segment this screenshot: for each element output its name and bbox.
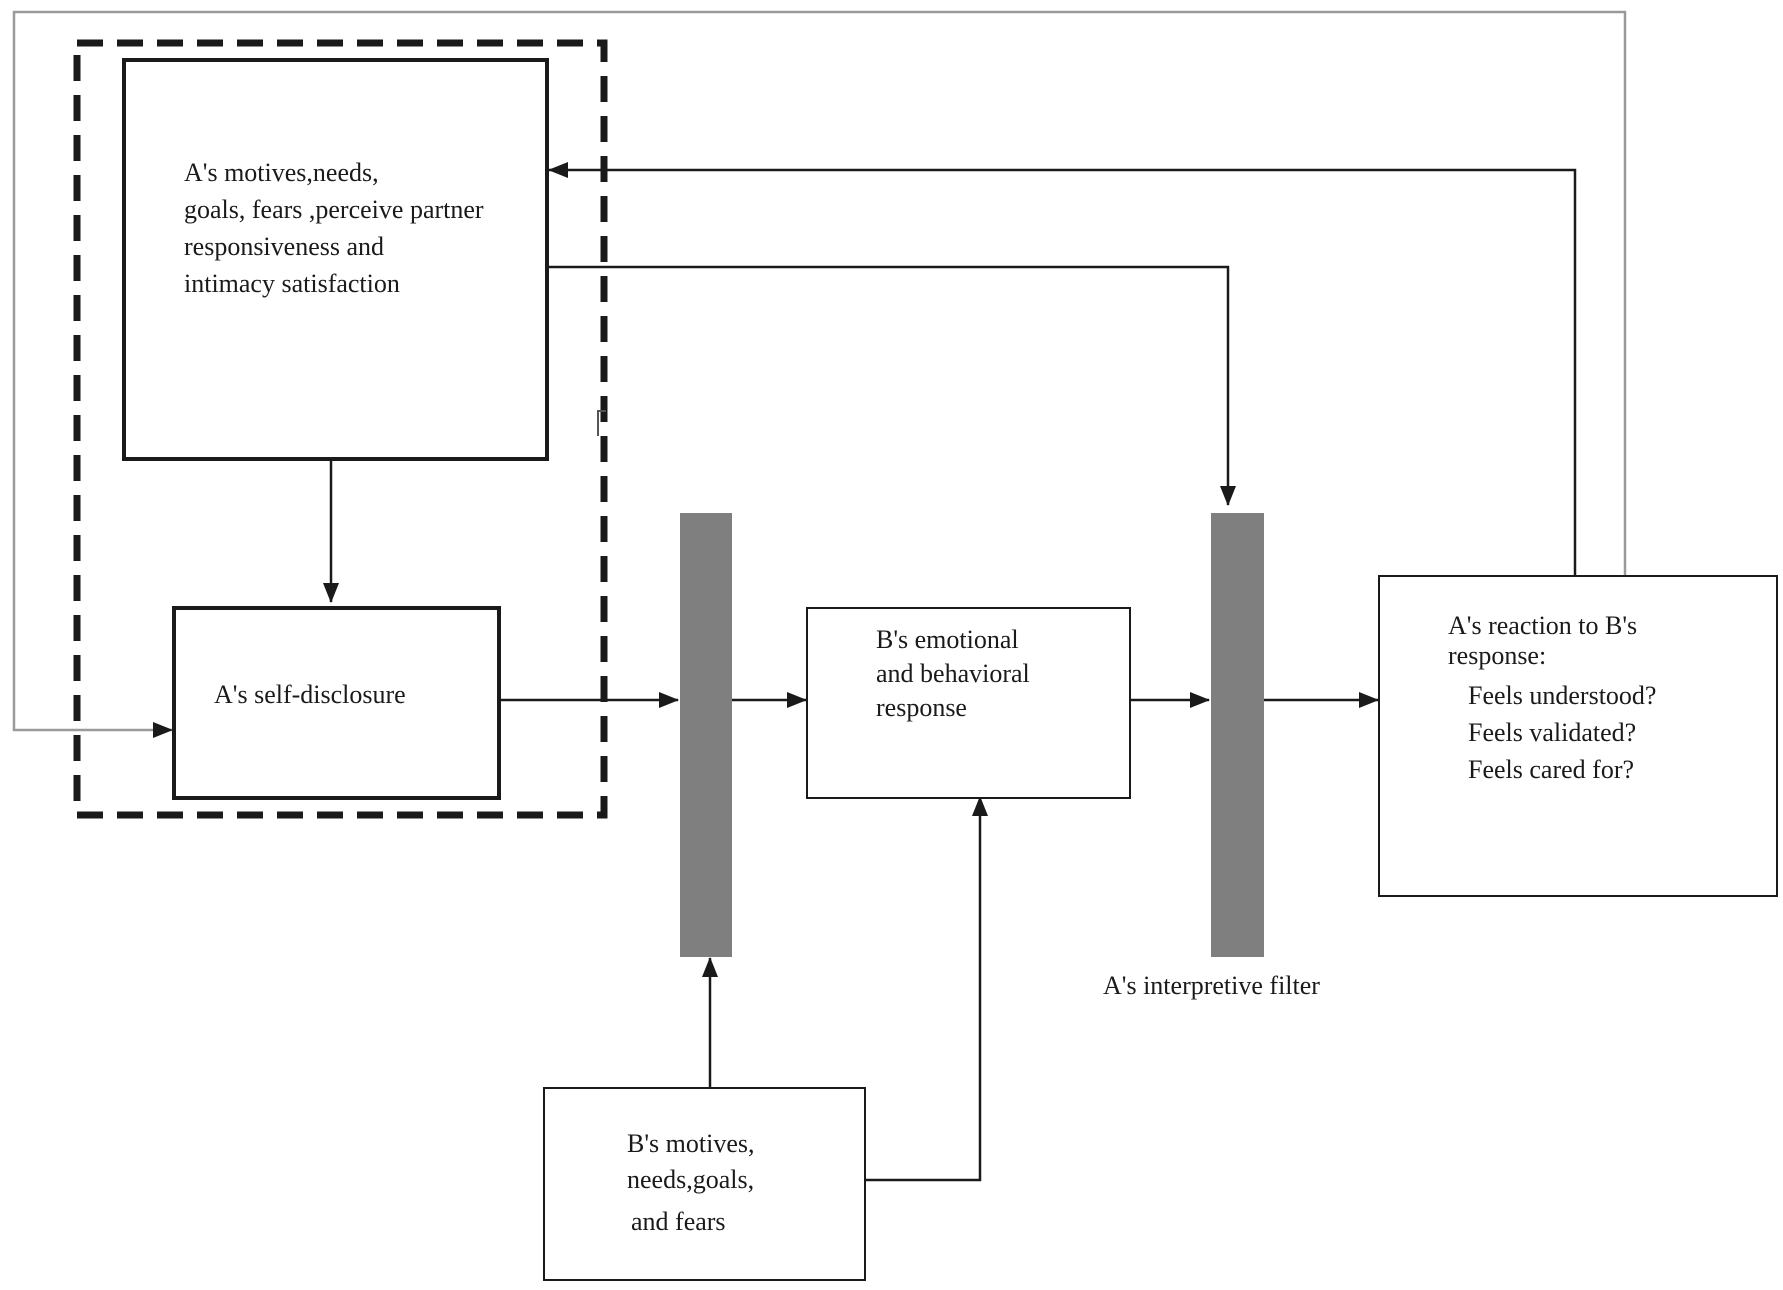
b-motives-box: B's motives, needs,goals, and fears [543,1087,866,1281]
a-self-disclosure-box: A's self-disclosure [172,606,501,800]
a-reaction-title-line-2: response: [1448,641,1547,670]
outer-feedback-arrow [12,10,1627,738]
a-inner-state-line-4: intimacy satisfaction [184,269,400,298]
b-motives-line-1: B's motives, [627,1129,755,1158]
a-dashed-enclosure [73,39,608,819]
inner-state-to-filter-arrow [549,265,1236,506]
a-interpretive-filter-label: A's interpretive filter [1103,971,1320,1000]
b-filter-bar [680,513,732,957]
b-response-line-3: response [876,693,967,722]
b-motives-line-2: needs,goals, [627,1165,755,1194]
a-interpretive-filter-bar [1211,513,1264,957]
a-reaction-item: Feels validated? [1468,718,1637,747]
b-motives-to-response-arrow [866,796,988,1182]
a-self-disclosure-label: A's self-disclosure [214,680,406,709]
b-response-box: B's emotional and behavioral response [806,607,1131,799]
bracket-mark [597,410,606,436]
a-reaction-item: Feels cared for? [1468,755,1635,784]
a-inner-state-line-3: responsiveness and [184,232,385,261]
a-reaction-item: Feels understood? [1468,681,1657,710]
b-motives-line-3: and fears [631,1207,726,1236]
a-inner-state-box: A's motives,needs, goals, fears ,perceiv… [122,58,549,461]
reaction-to-inner-state-arrow [548,162,1577,575]
b-response-line-2: and behavioral [876,659,1030,688]
a-reaction-box: A's reaction to B's response: Feels unde… [1378,575,1778,897]
b-response-line-1: B's emotional [876,625,1019,654]
a-inner-state-line-2: goals, fears ,perceive partner [184,195,484,224]
a-reaction-title-line-1: A's reaction to B's [1448,611,1638,640]
a-inner-state-line-1: A's motives,needs, [184,158,379,187]
